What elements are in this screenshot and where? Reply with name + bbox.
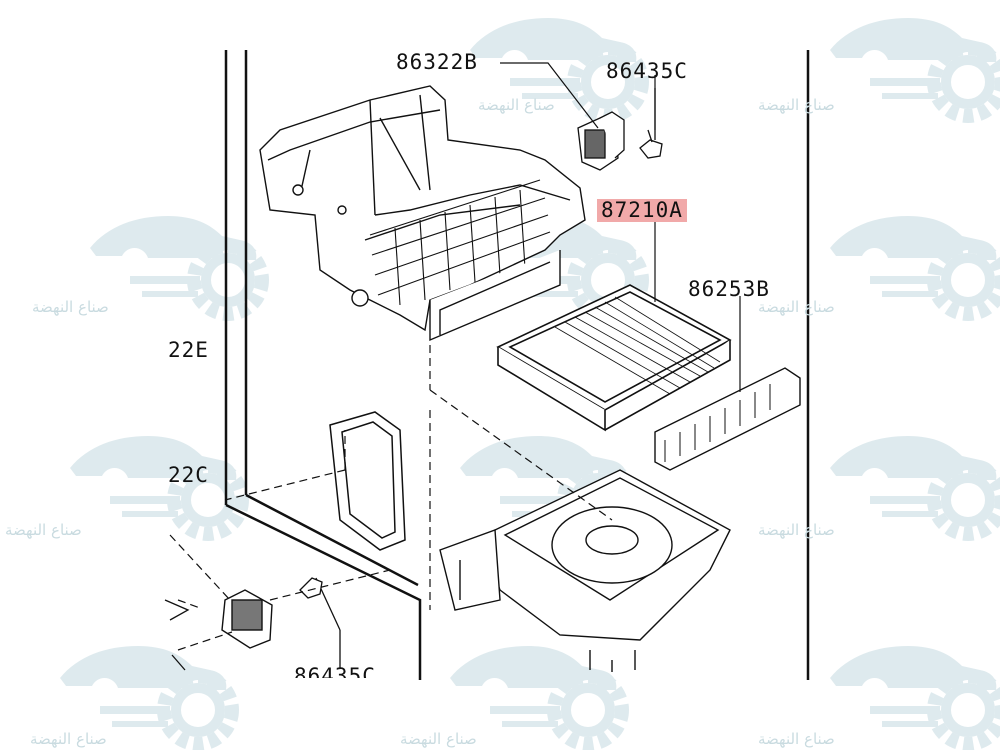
lower-blower-housing (439, 469, 731, 672)
label-86435C-bottom: 86435C (294, 666, 376, 678)
label-86435C-top: 86435C (606, 59, 688, 83)
arrow-left (164, 599, 190, 671)
label-86253B: 86253B (688, 277, 770, 301)
watermark-text-6: صناع النهضة (758, 521, 835, 539)
watermark-text-1: صناع النهضة (478, 96, 555, 114)
screw-86435C-bottom (299, 577, 341, 668)
label-87210A-highlighted: 87210A (597, 199, 687, 222)
diagram-frame (224, 50, 810, 680)
watermark-text-3: صناع النهضة (32, 298, 109, 316)
cabin-air-filter-87210A (496, 284, 732, 432)
label-22C: 22C (168, 463, 209, 487)
watermark-text-2: صناع النهضة (758, 96, 835, 114)
watermark-text-9: صناع النهضة (758, 730, 835, 748)
label-22E: 22E (168, 338, 209, 362)
screw-86435C-top (639, 88, 663, 159)
watermark-texts: صناع النهضة صناع النهضة صناع النهضة صناع… (5, 96, 835, 748)
gasket-22C (329, 411, 406, 551)
filter-cover-86253B (654, 367, 801, 471)
label-86322B: 86322B (396, 50, 478, 74)
motor-actuator-86322B (577, 111, 625, 171)
leader-lines (500, 62, 741, 392)
resistor-part (221, 589, 273, 649)
upper-housing (259, 85, 586, 342)
watermark-text-4: صناع النهضة (758, 298, 835, 316)
watermark-text-5: صناع النهضة (5, 521, 82, 539)
watermark-text-7: صناع النهضة (30, 730, 107, 748)
watermark-text-8: صناع النهضة (400, 730, 477, 748)
dashed-guide-lines (169, 345, 613, 651)
